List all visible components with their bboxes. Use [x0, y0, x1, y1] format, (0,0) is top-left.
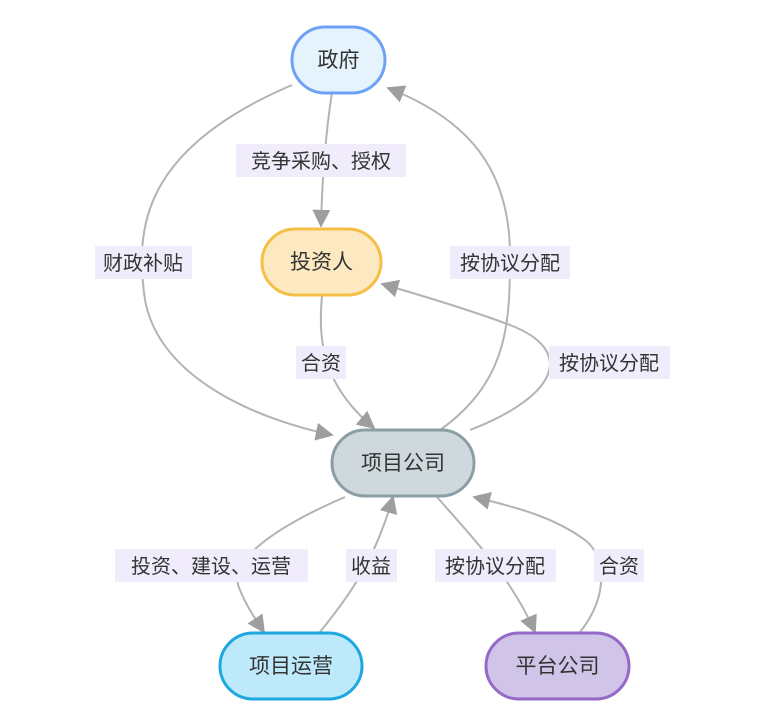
- edge-label-jv-platform: 合资: [594, 549, 644, 582]
- node-project-ops-shape: [218, 631, 364, 701]
- edge-label-subsidy-text: 财政补贴: [103, 251, 183, 275]
- edge-label-distribute-gov: 按协议分配: [450, 246, 570, 279]
- node-platform-company: 平台公司: [484, 631, 631, 701]
- node-investor: 投资人: [260, 227, 383, 297]
- node-project-company-label: 项目公司: [361, 451, 445, 475]
- node-government-label: 政府: [318, 48, 360, 72]
- edge-project-company-to-investor: [380, 279, 551, 431]
- node-government: 政府: [290, 25, 387, 95]
- edge-label-distribute-platform: 按协议分配: [435, 549, 556, 582]
- edge-label-revenue-text: 收益: [351, 554, 391, 578]
- edge-label-distribute-investor-text: 按协议分配: [559, 351, 659, 375]
- node-government-shape: [290, 25, 387, 95]
- edge-government-to-project-company: [140, 84, 334, 441]
- edge-platform-company-to-project-company: [472, 492, 603, 633]
- edge-label-build-text: 投资、建设、运营: [131, 554, 291, 578]
- edge-label-jv-investor-text: 合资: [301, 351, 341, 375]
- edge-label-distribute-platform-text: 按协议分配: [445, 554, 545, 578]
- node-project-ops-label: 项目运营: [249, 654, 333, 678]
- node-platform-company-label: 平台公司: [516, 654, 600, 678]
- edge-label-jv-investor: 合资: [296, 346, 346, 379]
- node-investor-label: 投资人: [290, 250, 353, 274]
- node-project-company-shape: [330, 428, 476, 498]
- edge-label-distribute-gov-text: 按协议分配: [460, 251, 560, 275]
- edge-label-jv-platform-text: 合资: [599, 554, 639, 578]
- node-platform-company-shape: [484, 631, 631, 701]
- edge-label-procure-text: 竞争采购、授权: [251, 149, 391, 173]
- edge-label-build: 投资、建设、运营: [115, 549, 308, 582]
- node-investor-shape: [260, 227, 383, 297]
- edge-label-distribute-investor: 按协议分配: [549, 346, 670, 379]
- edge-label-revenue: 收益: [346, 549, 397, 582]
- edge-label-procure: 竞争采购、授权: [236, 144, 406, 177]
- node-project-company: 项目公司: [330, 428, 476, 498]
- node-project-ops: 项目运营: [218, 631, 364, 701]
- edge-label-subsidy: 财政补贴: [95, 246, 192, 279]
